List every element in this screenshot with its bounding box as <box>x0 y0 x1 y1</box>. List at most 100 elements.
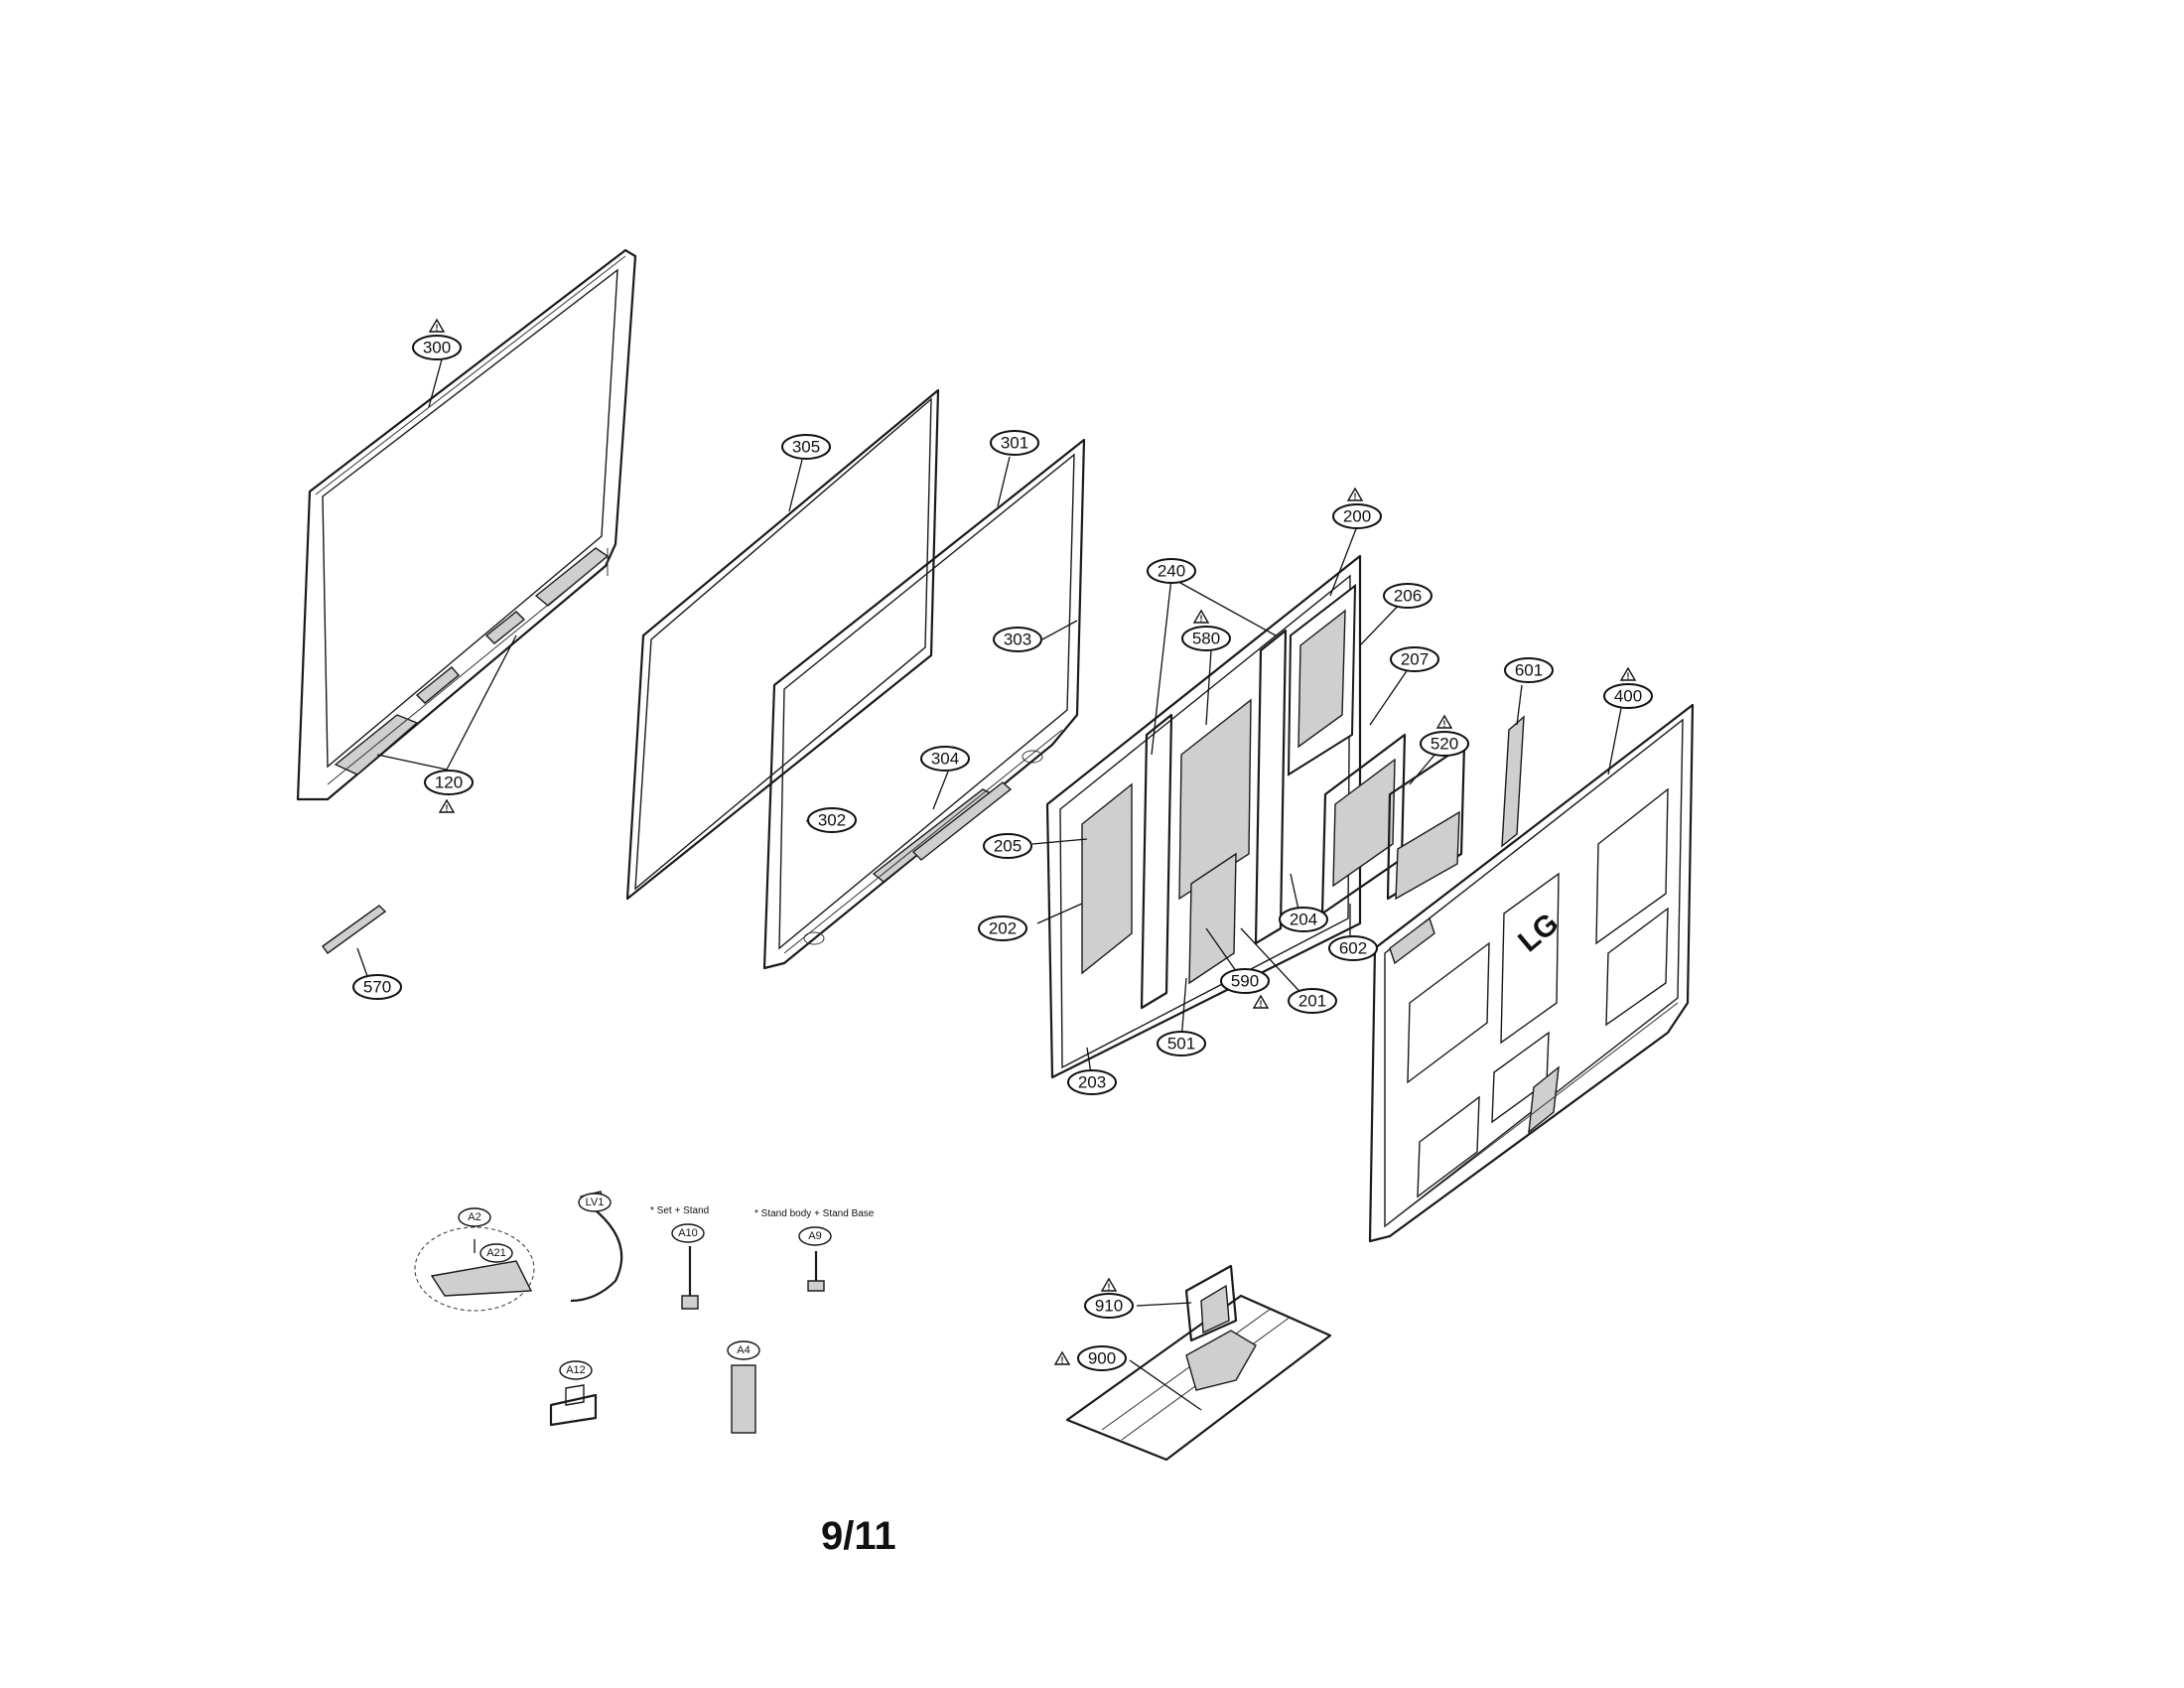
svg-text:205: 205 <box>994 837 1022 856</box>
svg-text:240: 240 <box>1158 562 1185 581</box>
svg-text:910: 910 <box>1095 1297 1123 1316</box>
warning-icon: ! <box>1252 994 1270 1009</box>
warning-icon: ! <box>438 798 456 813</box>
svg-text:304: 304 <box>931 750 959 769</box>
callout-200: 200 <box>1332 503 1382 529</box>
callout-201: 201 <box>1288 988 1337 1014</box>
remote-570 <box>322 905 387 954</box>
svg-text:A12: A12 <box>566 1364 586 1376</box>
svg-text:601: 601 <box>1515 661 1543 680</box>
svg-text:520: 520 <box>1431 735 1458 754</box>
warning-icon: ! <box>1192 609 1210 624</box>
page-number: 9/11 <box>821 1514 896 1558</box>
svg-text:!: ! <box>1108 1282 1111 1292</box>
note-set-stand: * Set + Stand <box>650 1205 709 1216</box>
callout-a21: A21 <box>479 1243 513 1263</box>
svg-text:!: ! <box>436 323 439 333</box>
callout-207: 207 <box>1390 646 1439 672</box>
accessory-a12-bracket <box>549 1384 598 1427</box>
callout-501: 501 <box>1157 1031 1206 1056</box>
svg-text:!: ! <box>1354 492 1357 501</box>
callout-590: 590 <box>1220 968 1270 994</box>
svg-text:LV1: LV1 <box>586 1196 605 1208</box>
callout-580: 580 <box>1181 626 1231 651</box>
svg-text:200: 200 <box>1343 507 1371 526</box>
svg-text:120: 120 <box>435 774 463 792</box>
svg-text:A9: A9 <box>808 1230 821 1242</box>
callout-203: 203 <box>1067 1069 1117 1095</box>
callout-300: 300 <box>412 335 462 360</box>
accessory-a4-pad <box>731 1364 756 1434</box>
callout-a2: A2 <box>458 1207 491 1227</box>
chassis-frame <box>1045 554 1362 1079</box>
svg-text:300: 300 <box>423 339 451 357</box>
callout-602: 602 <box>1328 935 1378 961</box>
callout-910: 910 <box>1084 1293 1134 1319</box>
svg-text:!: ! <box>446 803 449 813</box>
panel-frame-301 <box>762 438 1086 970</box>
front-bezel-300 <box>296 248 637 801</box>
callout-205: 205 <box>983 833 1032 859</box>
callout-303: 303 <box>993 627 1042 652</box>
callout-305: 305 <box>781 434 831 460</box>
warning-icon: ! <box>1100 1277 1118 1292</box>
warning-icon: ! <box>428 318 446 333</box>
accessory-a2-bag <box>414 1226 535 1312</box>
svg-text:590: 590 <box>1231 972 1259 991</box>
leader-lines <box>356 358 1624 1411</box>
callout-a10: A10 <box>671 1223 705 1243</box>
svg-text:305: 305 <box>792 438 820 457</box>
svg-text:A4: A4 <box>737 1344 750 1356</box>
main-board-520 <box>1320 733 1466 915</box>
svg-text:203: 203 <box>1078 1073 1106 1092</box>
svg-text:207: 207 <box>1401 650 1429 669</box>
svg-text:206: 206 <box>1394 587 1422 606</box>
callout-240: 240 <box>1147 558 1196 584</box>
callout-400: 400 <box>1603 683 1653 709</box>
callout-601: 601 <box>1504 657 1554 683</box>
stand-910-900 <box>1065 1264 1332 1462</box>
svg-text:302: 302 <box>818 811 846 830</box>
warning-icon: ! <box>1619 666 1637 681</box>
side-bar-601 <box>1501 715 1525 848</box>
callout-900: 900 <box>1077 1345 1127 1371</box>
callout-204: 204 <box>1279 907 1328 932</box>
svg-text:570: 570 <box>363 978 391 997</box>
callout-520: 520 <box>1420 731 1469 757</box>
svg-text:A2: A2 <box>468 1211 480 1223</box>
accessory-a9-screw <box>807 1251 825 1292</box>
svg-text:!: ! <box>1260 999 1263 1009</box>
callout-a12: A12 <box>559 1360 593 1380</box>
callout-302: 302 <box>807 807 857 833</box>
svg-text:602: 602 <box>1339 939 1367 958</box>
svg-text:A21: A21 <box>486 1247 506 1259</box>
callout-304: 304 <box>920 746 970 772</box>
svg-text:580: 580 <box>1192 630 1220 648</box>
callout-202: 202 <box>978 915 1027 941</box>
svg-text:400: 400 <box>1614 687 1642 706</box>
warning-icon: ! <box>1346 487 1364 501</box>
svg-text:!: ! <box>1627 671 1630 681</box>
warning-icon: ! <box>1435 714 1453 729</box>
svg-text:202: 202 <box>989 919 1017 938</box>
svg-text:301: 301 <box>1001 434 1028 453</box>
svg-text:!: ! <box>1200 614 1203 624</box>
warning-icon: ! <box>1053 1350 1071 1365</box>
callout-lv1: LV1 <box>578 1193 612 1212</box>
note-stand-body-base: * Stand body + Stand Base <box>754 1208 875 1219</box>
accessory-a10-screw <box>681 1246 699 1310</box>
back-cover-400 <box>1368 703 1695 1243</box>
svg-text:303: 303 <box>1004 631 1031 649</box>
callout-301: 301 <box>990 430 1039 456</box>
svg-text:A10: A10 <box>678 1227 698 1239</box>
svg-text:204: 204 <box>1290 911 1317 929</box>
callout-120: 120 <box>424 770 474 795</box>
callout-206: 206 <box>1383 583 1433 609</box>
svg-text:501: 501 <box>1167 1035 1195 1054</box>
callout-a9: A9 <box>798 1226 832 1246</box>
callout-a4: A4 <box>727 1340 760 1360</box>
svg-text:900: 900 <box>1088 1349 1116 1368</box>
glass-filter-305 <box>625 388 940 901</box>
